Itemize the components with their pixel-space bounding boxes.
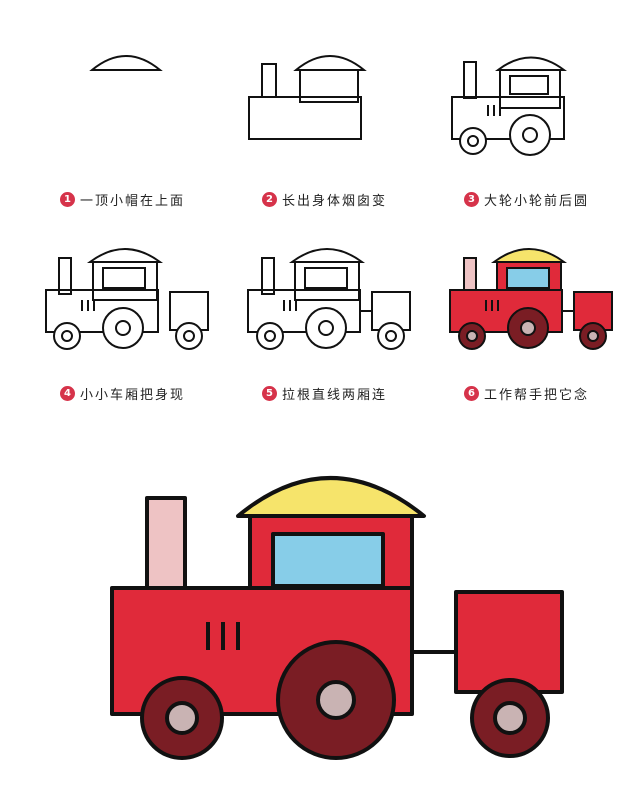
step-2-text: 长出身体烟囱变 [282, 194, 388, 209]
step3-drawing [451, 56, 567, 156]
step-4-number: 4 [60, 386, 75, 401]
final-train [110, 476, 564, 760]
step-1-number: 1 [60, 192, 75, 207]
chimney [145, 496, 187, 595]
car-body [454, 590, 564, 694]
step-2-caption: 2 长出身体烟囱变 [262, 190, 387, 209]
step6-drawing [449, 248, 613, 350]
step-1-caption: 1 一顶小帽在上面 [60, 190, 185, 209]
step4-drawing [45, 248, 209, 350]
step-2-number: 2 [262, 192, 277, 207]
step-5-text: 拉根直线两厢连 [282, 388, 388, 403]
step-1-text: 一顶小帽在上面 [80, 194, 186, 209]
step-3-caption: 3 大轮小轮前后圆 [464, 190, 589, 209]
step-4-text: 小小车厢把身现 [80, 388, 186, 403]
step-3-number: 3 [464, 192, 479, 207]
step-6-caption: 6 工作帮手把它念 [464, 384, 589, 403]
roof [236, 476, 426, 518]
step-4-caption: 4 小小车厢把身现 [60, 384, 185, 403]
step-6-number: 6 [464, 386, 479, 401]
cab-window [271, 532, 385, 588]
step-6-text: 工作帮手把它念 [484, 388, 590, 403]
step5-drawing [247, 248, 411, 350]
step-5-caption: 5 拉根直线两厢连 [262, 384, 387, 403]
step2-drawing [248, 55, 367, 140]
step1-drawing [89, 55, 163, 71]
step-5-number: 5 [262, 386, 277, 401]
step-3-text: 大轮小轮前后圆 [484, 194, 590, 209]
